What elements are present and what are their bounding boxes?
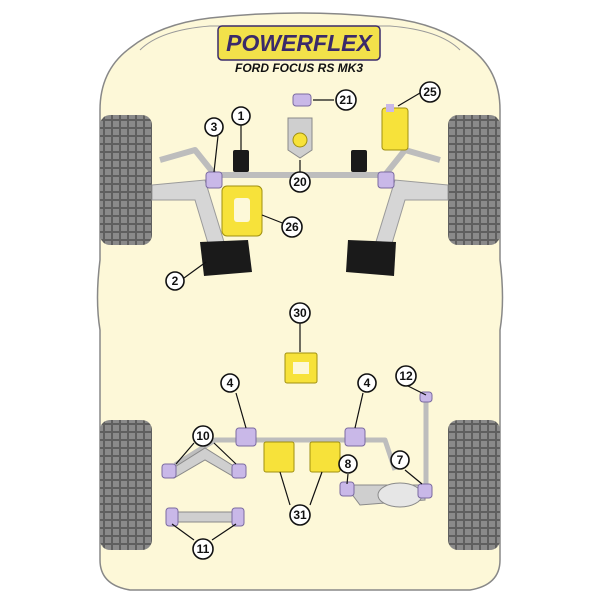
bush-25-yellow — [381, 107, 409, 151]
rear-hub-7 — [377, 482, 423, 508]
callout-label: 7 — [397, 453, 404, 467]
bush-1-left-black — [233, 150, 249, 172]
callout-label: 1 — [238, 109, 245, 123]
bush-30-slot — [293, 362, 309, 374]
callout-label: 3 — [211, 120, 218, 134]
callout-8: 8 — [338, 454, 358, 474]
callout-2: 2 — [165, 271, 185, 291]
bush-1-right-black — [351, 150, 367, 172]
callout-20: 20 — [289, 171, 311, 193]
callout-label: 26 — [285, 220, 299, 234]
bush-7-purple — [417, 483, 433, 499]
callout-label: 25 — [423, 85, 437, 99]
callout-30: 30 — [289, 302, 311, 324]
callout-11: 11 — [192, 538, 214, 560]
callout-label: 10 — [196, 429, 210, 443]
bush-4-left-purple — [235, 427, 257, 447]
bush-8-purple — [339, 481, 355, 497]
bush-26-slot — [234, 198, 250, 222]
callout-label: 4 — [364, 376, 371, 390]
callout-label: 31 — [293, 508, 307, 522]
bush-31-left-yellow — [263, 441, 295, 473]
callout-4-left: 4 — [220, 373, 240, 393]
bush-12-purple — [419, 391, 433, 403]
bush-25-purple-cap — [386, 104, 394, 112]
callout-label: 11 — [197, 542, 210, 556]
bush-10-right-purple — [231, 463, 247, 479]
tyre-front-right — [448, 115, 500, 245]
bush-10-left-purple — [161, 463, 177, 479]
leader-lines — [171, 92, 427, 541]
bush-11-left-purple — [165, 507, 179, 527]
callout-7: 7 — [390, 450, 410, 470]
rear-anti-roll-bar — [173, 437, 398, 471]
svg-text:POWERFLEX: POWERFLEX — [226, 30, 373, 56]
tyre-rear-right — [448, 420, 500, 550]
callout-label: 30 — [293, 306, 307, 320]
callout-label: 20 — [293, 175, 307, 189]
callout-31: 31 — [289, 504, 311, 526]
callout-1: 1 — [231, 106, 251, 126]
callout-21: 21 — [335, 89, 357, 111]
bush-4-right-purple — [344, 427, 366, 447]
callout-10: 10 — [192, 425, 214, 447]
callout-label: 12 — [399, 369, 413, 383]
callout-25: 25 — [419, 81, 441, 103]
bush-3-left-purple — [205, 171, 223, 189]
callout-26: 26 — [281, 216, 303, 238]
bush-3-right-purple — [377, 171, 395, 189]
bush-11-right-purple — [231, 507, 245, 527]
powerflex-logo: POWERFLEX — [217, 25, 381, 61]
tyre-front-left — [100, 115, 152, 245]
rear-arm-11 — [171, 511, 239, 523]
tyre-rear-left — [100, 420, 152, 550]
callout-label: 8 — [345, 457, 352, 471]
callout-label: 2 — [172, 274, 179, 288]
callout-label: 4 — [227, 376, 234, 390]
bush-2-right-black — [346, 240, 396, 276]
callout-4-right: 4 — [357, 373, 377, 393]
bush-2-left-black — [200, 240, 252, 276]
callout-label: 21 — [339, 93, 353, 107]
callout-12: 12 — [395, 365, 417, 387]
callout-3: 3 — [204, 117, 224, 137]
bush-31-right-yellow — [309, 441, 341, 473]
bush-20-yellow — [292, 132, 308, 148]
vehicle-subtitle: FORD FOCUS RS MK3 — [235, 61, 363, 75]
bush-21-purple — [292, 93, 312, 107]
